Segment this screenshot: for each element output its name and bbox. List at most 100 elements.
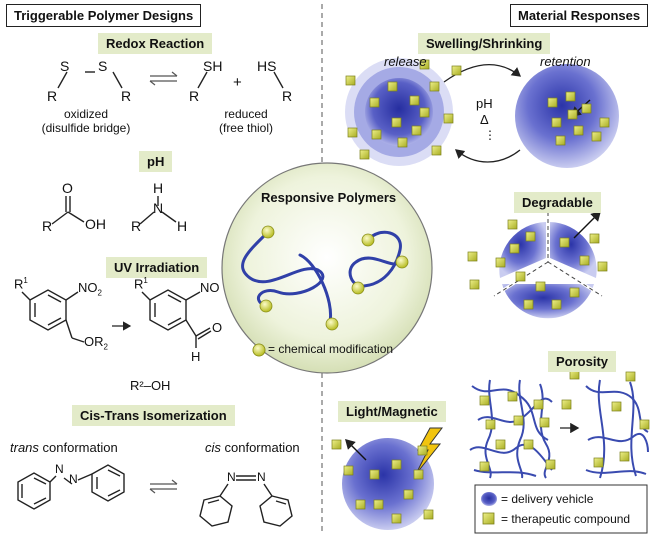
amine-h-top-label: H <box>153 180 164 196</box>
uv-byproduct-label: R²–OH <box>130 378 171 393</box>
therapeutic-compound-cube <box>579 255 590 266</box>
nitrobenzyl-structure <box>21 289 85 343</box>
thiol-r1-label: R <box>189 88 200 104</box>
therapeutic-compound-cube <box>485 419 496 430</box>
nitroso-no-label: NO <box>200 280 220 295</box>
therapeutic-compound-cube <box>451 65 462 76</box>
cis-azobenzene-structure <box>199 475 293 527</box>
nitro-no2-label: NO2 <box>78 280 102 298</box>
legend-box <box>474 484 648 534</box>
amine-r-label: R <box>131 218 142 234</box>
stimulus-more-label: ⋮ <box>484 128 496 142</box>
therapeutic-compound-cube <box>345 75 356 86</box>
therapeutic-compound-cube <box>611 401 622 412</box>
ph-heading: pH <box>139 151 173 172</box>
legend-delivery-vehicle: = delivery vehicle <box>501 492 594 506</box>
therapeutic-compound-cube <box>507 391 518 402</box>
therapeutic-compound-cube <box>479 395 490 406</box>
plus-sign: + <box>233 74 242 91</box>
disulfide-s2-label: S <box>98 58 108 74</box>
therapeutic-compound-cube <box>371 129 382 140</box>
disulfide-structure <box>57 71 123 89</box>
responsive-polymers-title: Responsive Polymers <box>261 190 397 205</box>
therapeutic-compound-cube <box>567 109 578 120</box>
left-panel-title: Triggerable Polymer Designs <box>6 4 202 27</box>
therapeutic-compound-cube <box>397 137 408 148</box>
therapeutic-compound-cube <box>509 243 520 254</box>
therapeutic-compound-cube <box>625 371 636 382</box>
delivery-vehicle-icon <box>481 492 497 506</box>
nitro-r1-label: R1 <box>14 276 28 292</box>
therapeutic-compound-cube <box>547 97 558 108</box>
azo-n2-label: N <box>69 472 78 486</box>
therapeutic-compound-cube <box>387 81 398 92</box>
cis-conformation-label: cis conformation <box>205 440 300 455</box>
disulfide-r2-label: R <box>121 88 132 104</box>
carboxylic-acid-structure <box>51 196 85 225</box>
therapeutic-compound-cube <box>599 117 610 128</box>
therapeutic-compound-cube <box>639 419 650 430</box>
therapeutic-compound-cube <box>591 131 602 142</box>
release-label: release <box>384 54 427 69</box>
therapeutic-compound-cube <box>343 465 354 476</box>
therapeutic-compound-cube <box>539 417 550 428</box>
azo-n1-label: N <box>55 462 64 476</box>
amine-structure <box>139 196 177 225</box>
acid-r-label: R <box>42 218 53 234</box>
responsive-polymers-circle <box>221 162 433 374</box>
therapeutic-compound-cube <box>359 149 370 160</box>
thiol-structure <box>197 71 284 89</box>
stimulus-heat-label: Δ <box>480 112 489 127</box>
therapeutic-compound-cube <box>413 469 424 480</box>
therapeutic-compound-cube <box>409 95 420 106</box>
therapeutic-compound-cube <box>369 469 380 480</box>
redox-heading: Redox Reaction <box>98 33 213 54</box>
amine-n-label: N <box>153 200 164 216</box>
therapeutic-compound-cube <box>589 233 600 244</box>
therapeutic-compound-cube <box>581 103 592 114</box>
therapeutic-compound-cubes <box>331 59 650 524</box>
therapeutic-compound-cube <box>551 299 562 310</box>
center-legend-bead-icon <box>252 343 266 357</box>
therapeutic-compound-cube <box>569 287 580 298</box>
therapeutic-compound-cube <box>443 113 454 124</box>
retention-label: retention <box>540 54 591 69</box>
therapeutic-compound-cube <box>593 457 604 468</box>
therapeutic-compound-cube <box>423 509 434 520</box>
stimulus-ph-label: pH <box>476 96 493 111</box>
therapeutic-compound-cube <box>573 125 584 136</box>
carbonyl-o-label: O <box>62 180 73 196</box>
therapeutic-compound-cube <box>417 445 428 456</box>
swelling-cycle-arrows <box>443 64 522 163</box>
trans-conformation-label: trans conformation <box>10 440 118 455</box>
chemical-modification-legend: = chemical modification <box>268 342 394 356</box>
amine-h-right-label: H <box>177 218 188 234</box>
therapeutic-compound-cube <box>565 91 576 102</box>
therapeutic-compound-cube <box>391 513 402 524</box>
therapeutic-compound-cube <box>431 145 442 156</box>
degradable-heading: Degradable <box>514 192 601 213</box>
therapeutic-compound-cube <box>347 127 358 138</box>
therapeutic-compound-cube <box>533 399 544 410</box>
reduced-label: reduced(free thiol) <box>218 107 274 135</box>
therapeutic-compound-cube <box>469 279 480 290</box>
therapeutic-compound-cube <box>559 237 570 248</box>
therapeutic-compound-cube <box>419 59 430 70</box>
trans-azobenzene-structure <box>17 464 125 510</box>
therapeutic-compound-cube <box>369 97 380 108</box>
aldehyde-h-label: H <box>191 349 201 364</box>
nitroso-r1-label: R1 <box>134 276 148 292</box>
right-panel-title: Material Responses <box>510 4 649 27</box>
shrunk-sphere <box>515 64 619 168</box>
therapeutic-compound-cube <box>479 461 490 472</box>
therapeutic-compound-cube <box>525 231 536 242</box>
therapeutic-compound-cube <box>467 251 478 262</box>
therapeutic-compound-cube <box>523 299 534 310</box>
nitro-or2-label: OR2 <box>84 334 108 352</box>
cis-n1-label: N <box>227 470 236 484</box>
equilibrium-arrows-azo <box>149 479 178 494</box>
therapeutic-compound-cube <box>495 439 506 450</box>
therapeutic-compound-icon <box>482 512 495 525</box>
therapeutic-compound-cube <box>597 261 608 272</box>
